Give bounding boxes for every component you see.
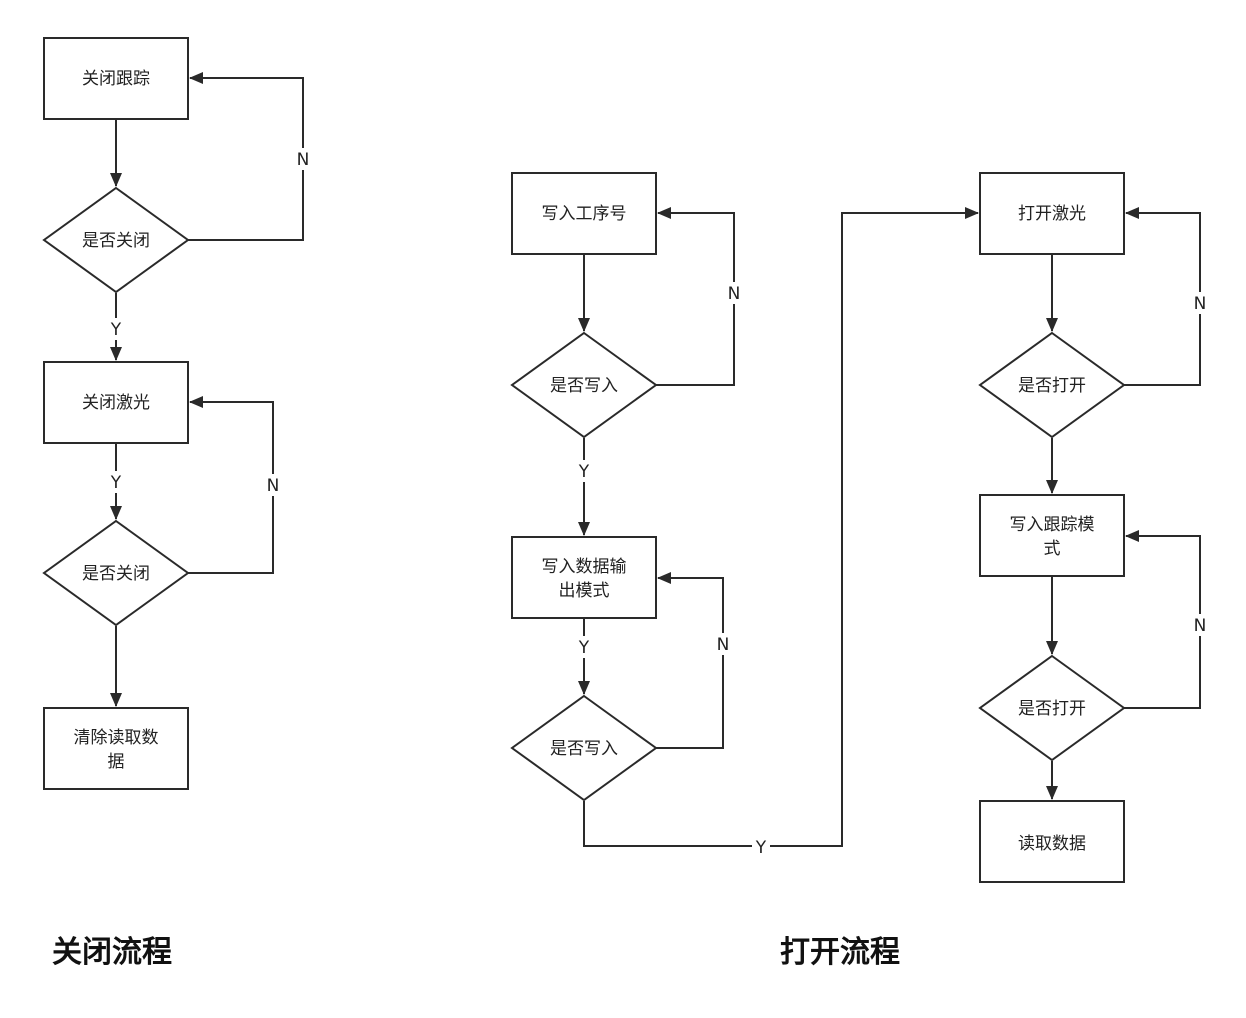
node-write-data-output-mode[interactable]: 写入数据输 出模式 <box>511 536 657 619</box>
svg-text:打开激光: 打开激光 <box>1018 204 1086 224</box>
edge-o8-o7-no <box>1124 530 1201 709</box>
svg-text:式: 式 <box>1044 539 1061 559</box>
label-o8-no: N <box>1191 614 1209 636</box>
node-open-laser[interactable]: 打开激光 <box>979 172 1125 255</box>
svg-text:Y: Y <box>110 320 122 340</box>
node-write-tracking-mode[interactable]: 写入跟踪模 式 <box>979 494 1125 577</box>
open-flow-title: 打开流程 <box>780 935 900 970</box>
label-o6-no: N <box>1191 292 1209 314</box>
svg-text:关闭激光: 关闭激光 <box>82 393 150 413</box>
node-clear-read-data[interactable]: 清除读取数 据 <box>43 707 189 790</box>
svg-text:Y: Y <box>110 473 122 493</box>
svg-text:清除读取数: 清除读取数 <box>74 728 159 748</box>
decision-is-closed-2[interactable]: 是否关闭 <box>42 519 190 627</box>
label-c2-no: N <box>294 148 312 170</box>
svg-text:N: N <box>267 476 280 496</box>
svg-text:读取数据: 读取数据 <box>1018 834 1086 854</box>
label-o2-yes: Y <box>575 460 593 482</box>
svg-text:是否关闭: 是否关闭 <box>82 231 150 251</box>
decision-is-closed-1[interactable]: 是否关闭 <box>42 186 190 294</box>
edge-o4-o5-yes <box>583 207 979 847</box>
label-o4-no: N <box>714 633 732 655</box>
svg-text:是否写入: 是否写入 <box>550 739 618 759</box>
svg-text:据: 据 <box>108 752 125 772</box>
label-o4-yes: Y <box>752 835 770 858</box>
label-c4-no: N <box>264 474 282 496</box>
svg-text:关闭跟踪: 关闭跟踪 <box>82 69 150 89</box>
edge-c2-c1-no <box>188 72 304 241</box>
node-write-process-number[interactable]: 写入工序号 <box>511 172 657 255</box>
edge-o4-o3-no <box>656 572 724 749</box>
node-close-laser[interactable]: 关闭激光 <box>43 361 189 444</box>
edge-c4-c3-no <box>188 396 274 574</box>
svg-text:是否打开: 是否打开 <box>1018 699 1086 719</box>
svg-text:N: N <box>297 150 310 170</box>
svg-text:N: N <box>1194 616 1207 636</box>
svg-text:是否写入: 是否写入 <box>550 376 618 396</box>
edge-o2-o1-no <box>656 207 735 386</box>
close-flow-title: 关闭流程 <box>52 935 172 970</box>
svg-text:写入跟踪模: 写入跟踪模 <box>1010 515 1095 535</box>
decision-is-opened-2[interactable]: 是否打开 <box>978 654 1126 762</box>
decision-is-written-2[interactable]: 是否写入 <box>510 694 658 802</box>
decision-is-written-1[interactable]: 是否写入 <box>510 331 658 439</box>
svg-text:N: N <box>728 284 741 304</box>
svg-text:N: N <box>1194 294 1207 314</box>
svg-text:出模式: 出模式 <box>559 581 610 601</box>
svg-text:写入工序号: 写入工序号 <box>542 204 627 224</box>
svg-text:写入数据输: 写入数据输 <box>542 557 627 577</box>
node-close-tracking[interactable]: 关闭跟踪 <box>43 37 189 120</box>
svg-text:N: N <box>717 635 730 655</box>
label-o3-yes: Y <box>575 636 593 658</box>
svg-text:Y: Y <box>578 638 590 658</box>
svg-text:是否关闭: 是否关闭 <box>82 564 150 584</box>
edge-o6-o5-no <box>1124 207 1201 386</box>
svg-text:Y: Y <box>755 838 767 858</box>
svg-text:Y: Y <box>578 462 590 482</box>
open-flow: N Y Y N Y N N 写入工序号 <box>510 172 1209 883</box>
svg-text:是否打开: 是否打开 <box>1018 376 1086 396</box>
label-c2-yes: Y <box>107 318 125 340</box>
close-flow: N Y Y N 关闭跟踪 是否关闭 关闭激光 是否关闭 <box>42 37 312 790</box>
label-c3-yes: Y <box>107 471 125 493</box>
label-o2-no: N <box>725 282 743 304</box>
node-read-data[interactable]: 读取数据 <box>979 800 1125 883</box>
decision-is-opened-1[interactable]: 是否打开 <box>978 331 1126 439</box>
